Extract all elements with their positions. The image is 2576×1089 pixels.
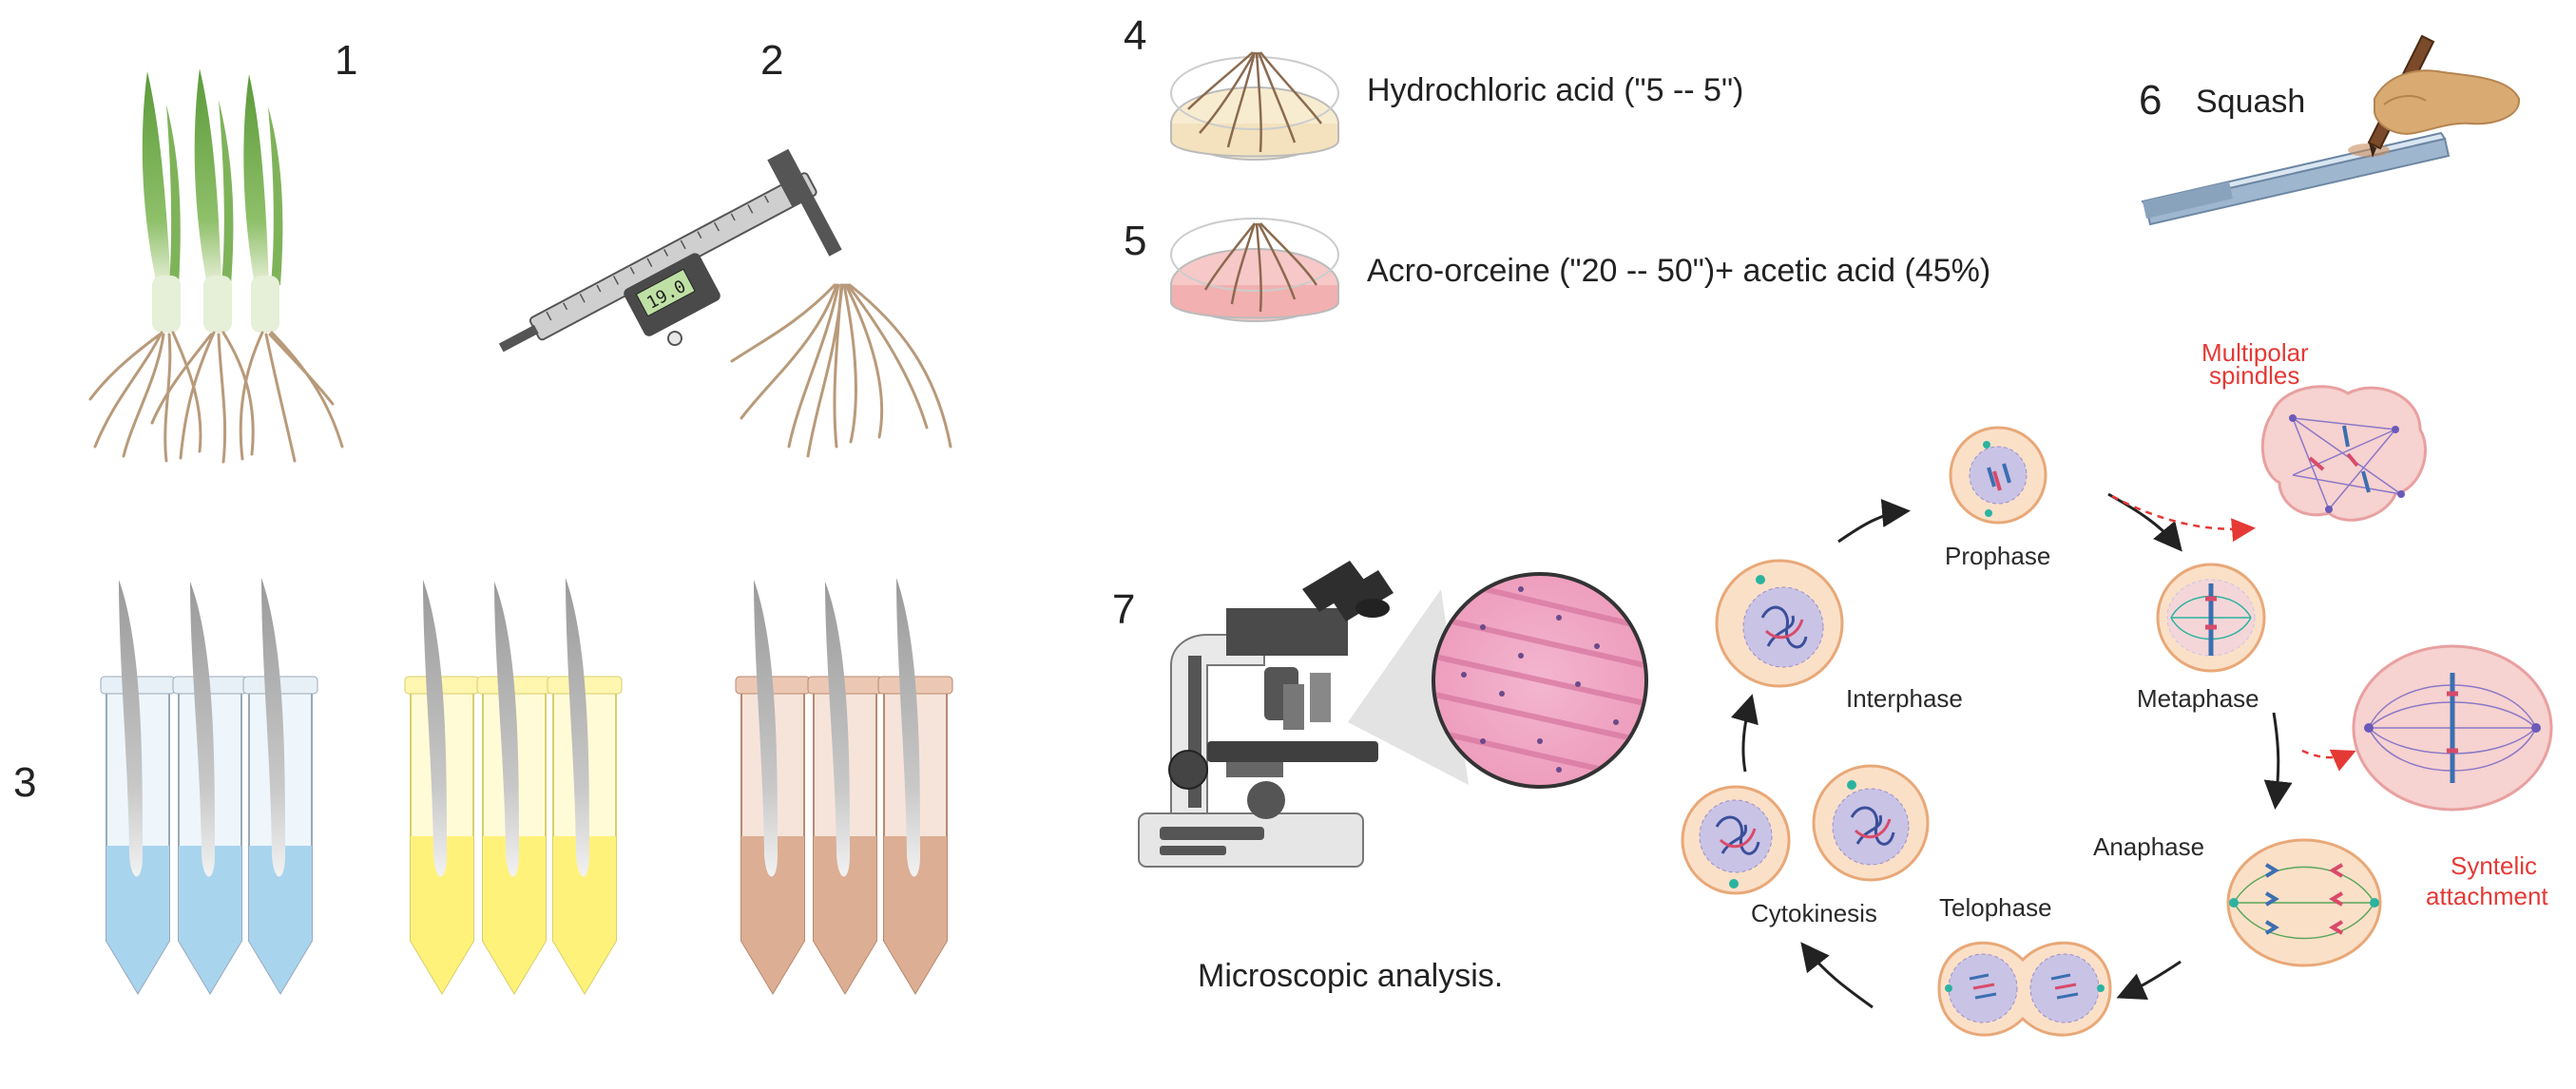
anaphase-label: Anaphase [2093, 832, 2204, 861]
syntelic-attachment-cell [2352, 644, 2553, 812]
tube [807, 582, 883, 995]
step-number-4: 4 [1124, 12, 1146, 59]
tube-group-blue [100, 578, 318, 995]
tube-group-yellow [404, 578, 623, 995]
hand-pressing-pencil-icon [2367, 34, 2521, 158]
tube [547, 578, 623, 995]
step-number-6: 6 [2139, 77, 2162, 124]
caliper-icon: 19.0 [498, 148, 842, 353]
hcl-label: Hydrochloric acid ("5 -- 5") [1367, 72, 1743, 108]
prophase-label: Prophase [1945, 542, 2050, 570]
microscopy-label: Microscopic analysis. [1198, 958, 1503, 994]
telophase-label: Telophase [1939, 893, 2052, 922]
microscope-icon [1138, 561, 1394, 868]
squash-label: Squash [2196, 84, 2305, 120]
interphase-cell [1715, 559, 1844, 688]
tube [242, 578, 318, 995]
prophase-cell [1949, 426, 2047, 525]
anaphase-cell [2226, 838, 2382, 967]
telophase-cell [1937, 941, 2112, 1037]
syntelic-label-line1: Syntelic [2451, 851, 2537, 880]
onion-plant [194, 68, 234, 333]
excised-roots [730, 283, 952, 458]
tube [172, 582, 248, 995]
step-number-2: 2 [760, 37, 783, 84]
stain-label: Acro-orceine ("20 -- 50")+ acetic acid (… [1367, 253, 1990, 289]
cytokinesis-label: Cytokinesis [1751, 899, 1877, 927]
multipolar-label-line2: spindles [2209, 361, 2299, 390]
tube-group-brown [735, 578, 953, 995]
tissue-zoom-view [1348, 572, 1648, 789]
step-number-3: 3 [13, 759, 36, 806]
tube [404, 580, 480, 995]
tube [100, 580, 176, 995]
step-number-1: 1 [335, 37, 357, 84]
cell-cycle-diagram: Prophase Interphase Metaphase [1681, 338, 2553, 1037]
cytokinesis-cells [1681, 764, 1930, 895]
onion-plant [142, 71, 181, 333]
petri-dish-stain [1170, 218, 1339, 322]
step-number-5: 5 [1124, 218, 1146, 264]
abnormality-arrows [2111, 494, 2356, 772]
onion-roots [88, 331, 344, 464]
onion-plant [243, 74, 283, 333]
step-number-7: 7 [1112, 586, 1135, 633]
tube [877, 578, 953, 995]
metaphase-label: Metaphase [2137, 684, 2259, 713]
multipolar-spindle-cell [2260, 385, 2427, 522]
tube [735, 580, 811, 995]
interphase-label: Interphase [1846, 684, 1963, 713]
petri-dish-hcl [1170, 51, 1339, 161]
syntelic-label-line2: attachment [2426, 882, 2548, 910]
onion-plants-illustration [88, 68, 344, 464]
metaphase-cell [2156, 563, 2266, 673]
microscope-slide-icon [2141, 131, 2451, 226]
tube [476, 582, 552, 995]
multipolar-label-line1: Multipolar [2201, 338, 2309, 367]
